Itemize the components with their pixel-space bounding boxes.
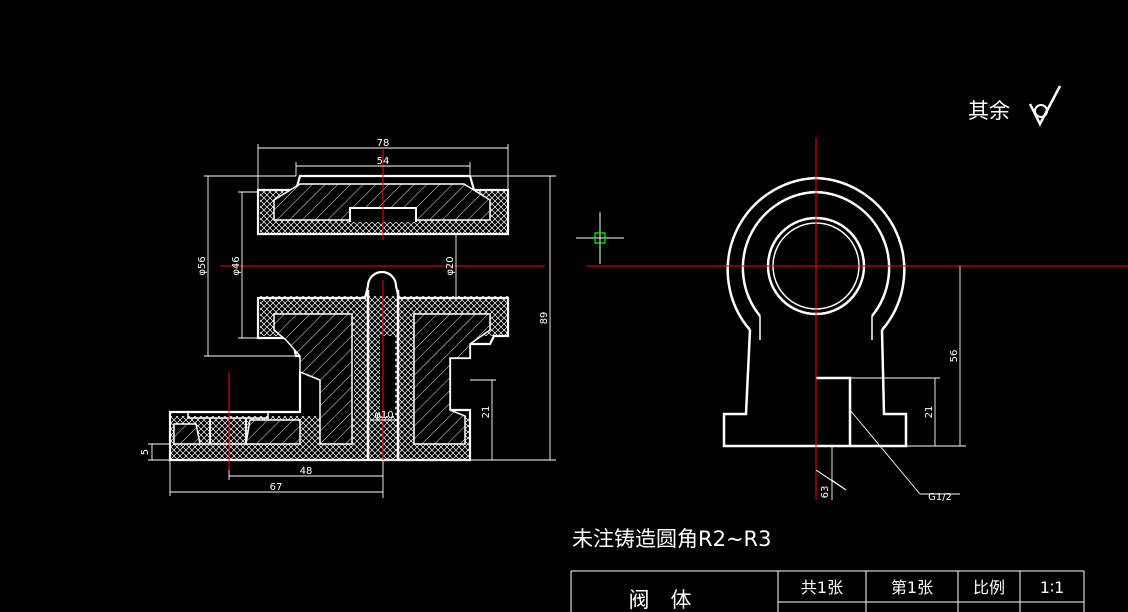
dim-48: 48 [300, 466, 313, 477]
base-section [173, 419, 301, 445]
front-section-view: 78 54 φ56 φ46 φ20 89 21 φ10 5 48 67 [140, 138, 556, 498]
dim-phi56: φ56 [197, 256, 208, 275]
side-port-outline [816, 376, 852, 446]
part-name: 阀 体 [629, 588, 692, 612]
dim-54: 54 [377, 156, 390, 167]
title-block: 阀 体 共1张 第1张 比例 1∶1 [570, 570, 1085, 612]
upper-body-section [273, 183, 491, 221]
mid-ring-right [815, 190, 891, 317]
sheet-number: 第1张 [891, 578, 933, 597]
outer-ring-right [815, 176, 906, 331]
dim-67: 67 [270, 482, 283, 493]
side-dimension-lines [815, 266, 966, 500]
scale-value: 1∶1 [1040, 578, 1065, 597]
dim-63: 63 [820, 486, 831, 499]
cursor-crosshair-icon [576, 212, 624, 264]
dim-21-front: 21 [481, 406, 492, 419]
dim-89: 89 [539, 312, 550, 325]
mid-ring-left [741, 190, 817, 317]
side-view: 56 21 63 G1/2 [586, 138, 1128, 503]
right-web-section [413, 313, 491, 445]
front-dimension-lines [148, 144, 556, 498]
dim-21-side: 21 [924, 406, 935, 419]
surface-note: 其余 [968, 99, 1010, 123]
left-web-section [273, 313, 353, 445]
dim-phi20: φ20 [445, 256, 456, 275]
sheets-total: 共1张 [801, 578, 843, 597]
roughness-icon [1028, 85, 1062, 127]
dim-78: 78 [377, 138, 390, 149]
outer-ring-left [726, 176, 817, 331]
dim-5: 5 [140, 449, 151, 455]
stem-right-hatch [395, 300, 417, 445]
dim-phi10: φ10 [374, 410, 393, 421]
casting-note: 未注铸造圆角R2~R3 [572, 527, 772, 551]
base-recess [187, 412, 269, 419]
side-base-outline [722, 329, 908, 448]
dim-56-side: 56 [949, 350, 960, 363]
dim-phi46: φ46 [231, 256, 242, 275]
thread-label: G1/2 [928, 492, 952, 503]
scale-label: 比例 [973, 578, 1005, 597]
